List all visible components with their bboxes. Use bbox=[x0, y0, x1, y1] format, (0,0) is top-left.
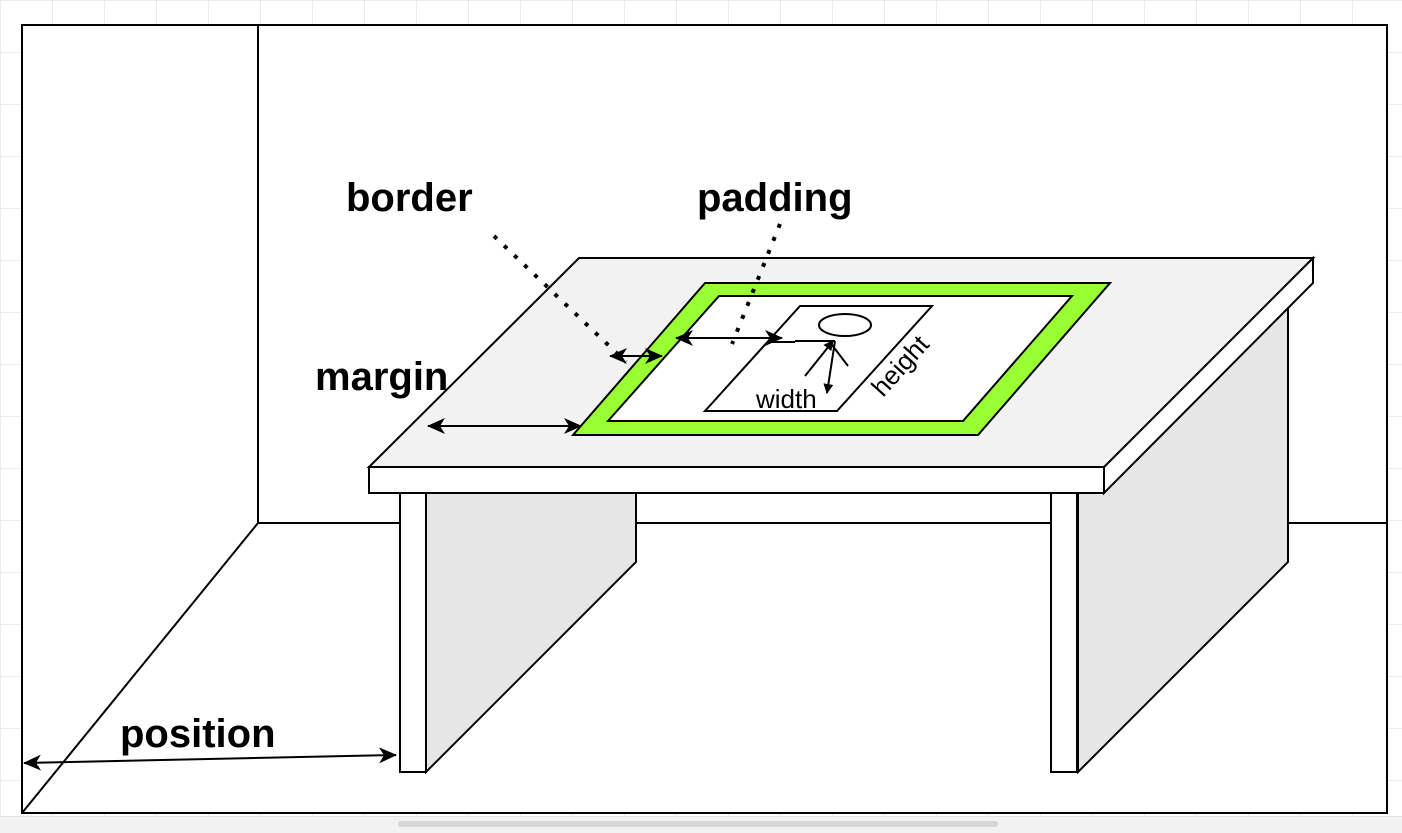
position-arrow bbox=[23, 747, 397, 771]
width-label: width bbox=[755, 384, 817, 414]
table-front-right-leg bbox=[1050, 492, 1078, 773]
person-head-icon bbox=[818, 313, 872, 337]
border-label: border bbox=[346, 176, 473, 220]
table-top-front-edge bbox=[368, 466, 1105, 494]
position-label: position bbox=[120, 712, 276, 756]
horizontal-scrollbar[interactable] bbox=[0, 816, 1402, 833]
padding-label: padding bbox=[697, 176, 853, 220]
margin-label: margin bbox=[315, 355, 448, 399]
table-front-left-leg bbox=[399, 492, 427, 773]
border-leader-line bbox=[492, 234, 628, 364]
person-figure-icon bbox=[769, 340, 849, 394]
scrollbar-thumb[interactable] bbox=[398, 821, 998, 827]
